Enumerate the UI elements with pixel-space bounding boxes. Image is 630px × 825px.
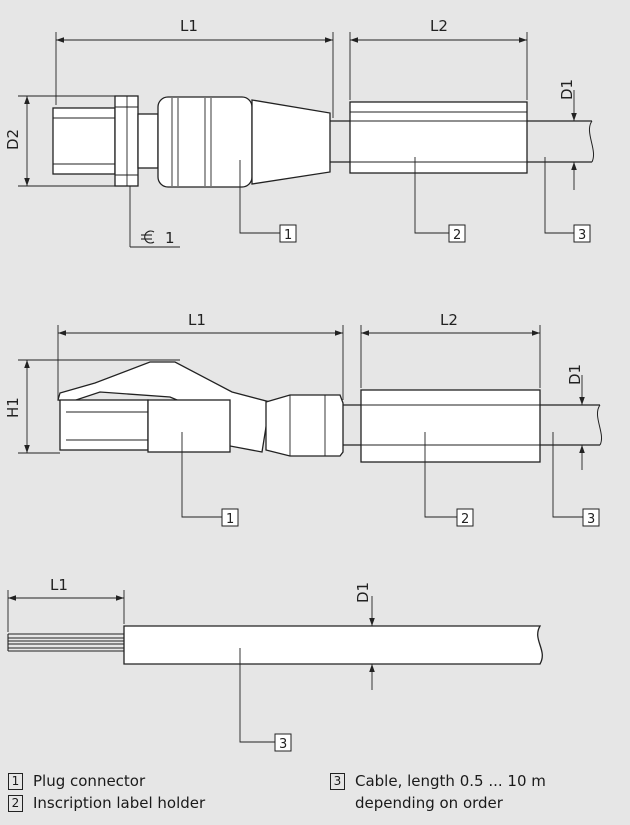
rj45-plug-body <box>59 399 149 451</box>
callout-boxes-view1 <box>279 224 591 243</box>
legend-right: 3 Cable, length 0.5 ... 10 m depending o… <box>330 770 546 814</box>
dim-label-L2-view1: L2 <box>430 17 448 35</box>
callout-1-view2: 1 <box>226 512 234 527</box>
wrench-size-icon <box>141 230 155 244</box>
callout-1-view1: 1 <box>284 228 292 243</box>
legend-number-box: 3 <box>330 773 345 790</box>
legend-left: 1 Plug connector 2 Inscription label hol… <box>8 770 205 814</box>
dim-label-L1-view2: L1 <box>188 311 206 329</box>
cable-jacket <box>123 625 543 665</box>
extension-lines-view1 <box>18 32 528 187</box>
view-rj45-connector <box>18 325 602 463</box>
stripped-wires <box>7 633 124 652</box>
label-holder-view1 <box>349 101 528 174</box>
legend-item: 3 Cable, length 0.5 ... 10 m <box>330 770 546 792</box>
extension-lines-view2 <box>18 325 541 454</box>
legend-item-continuation: depending on order <box>330 792 546 814</box>
dimension-lines-view1 <box>24 37 592 190</box>
view-round-connector <box>18 32 594 188</box>
rj45-boot <box>147 399 231 453</box>
dimension-lines-view3 <box>8 595 375 690</box>
legend-text: Plug connector <box>33 772 146 790</box>
dim-label-L1-view1: L1 <box>180 17 198 35</box>
view-open-cable-end <box>7 590 543 665</box>
dim-label-L1-view3: L1 <box>50 576 68 594</box>
dimension-lines-view2 <box>24 330 600 470</box>
callout-3-view2: 3 <box>587 512 595 527</box>
dim-label-D1-view1: D1 <box>558 79 576 100</box>
connector-front-part <box>52 107 116 175</box>
extension-lines-view3 <box>7 590 125 632</box>
callout-leaders-view2 <box>181 432 583 518</box>
callout-leader-view3 <box>239 648 275 743</box>
callout-leaders-view1 <box>129 157 574 248</box>
legend-number-box: 1 <box>8 773 23 790</box>
callout-box-view3 <box>274 733 292 752</box>
legend-text: depending on order <box>355 794 503 812</box>
callout-2-view1: 2 <box>453 228 461 243</box>
callout-2-view2: 2 <box>461 512 469 527</box>
callout-3-view3: 3 <box>279 737 287 752</box>
callout-boxes-view2 <box>221 508 600 527</box>
dim-label-D1-view2: D1 <box>566 364 584 385</box>
rj45-strain-relief <box>265 394 344 457</box>
callout-3-view1: 3 <box>578 228 586 243</box>
coupling-nut <box>114 95 139 187</box>
legend-item: 1 Plug connector <box>8 770 205 792</box>
legend-number-box: 2 <box>8 795 23 812</box>
legend-text: Cable, length 0.5 ... 10 m <box>355 772 546 790</box>
dim-label-L2-view2: L2 <box>440 311 458 329</box>
dim-label-D1-view3: D1 <box>354 582 372 603</box>
dim-label-H1: H1 <box>4 397 22 418</box>
label-holder-view2 <box>360 389 541 463</box>
legend-text: Inscription label holder <box>33 794 206 812</box>
strain-relief <box>251 99 331 185</box>
legend-item: 2 Inscription label holder <box>8 792 205 814</box>
wrench-size-label: 1 <box>165 229 175 247</box>
dim-label-D2: D2 <box>4 129 22 150</box>
cable-dimension-drawing: L1 L2 D2 D1 1 2 3 1 <box>4 17 602 752</box>
